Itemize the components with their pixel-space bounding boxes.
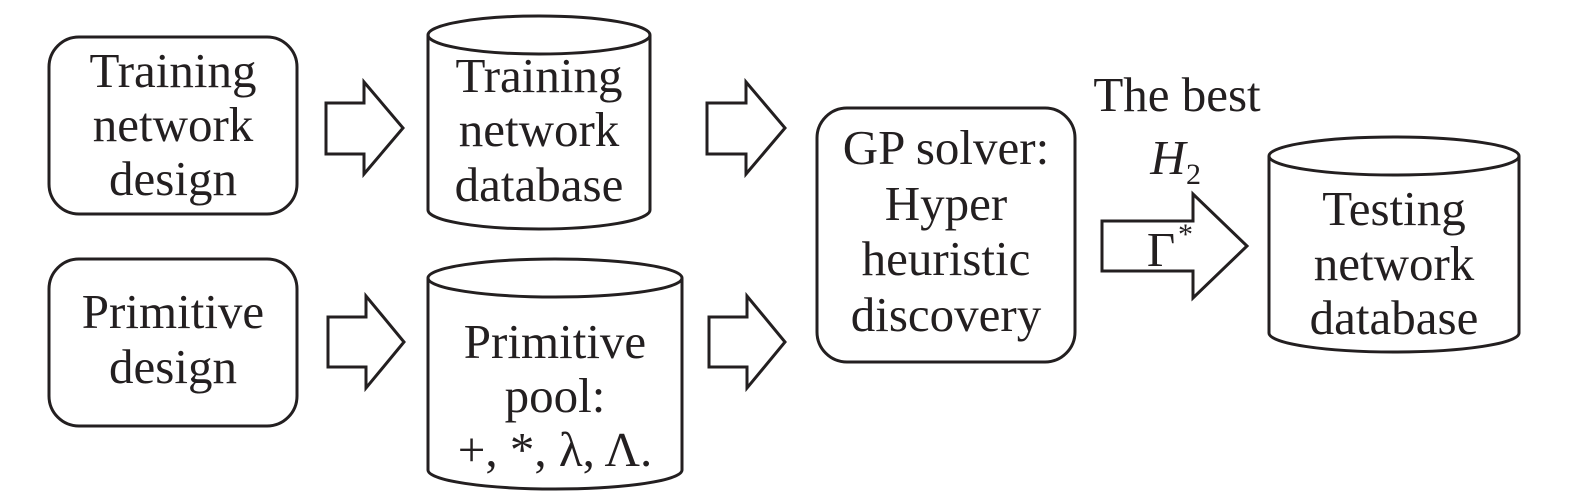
gamma-superscript: * [1178, 218, 1193, 251]
node-label-line: database [455, 157, 624, 212]
node-testing-network-database: Testing network database [1267, 135, 1521, 354]
node-label-line: pool: [505, 368, 606, 423]
node-label-line: heuristic [862, 231, 1031, 286]
h-letter: H [1149, 130, 1188, 185]
node-gp-solver: GP solver: Hyper heuristic discovery [815, 106, 1077, 364]
edge-symbol-gamma-star: Γ * [1147, 218, 1193, 277]
node-label-line: GP solver: [843, 120, 1049, 175]
node-label-line: Hyper [885, 176, 1007, 231]
node-label-line: network [1314, 236, 1475, 291]
node-label-line: network [93, 97, 254, 152]
arrow-right-primitive-design-to-pool [326, 291, 406, 393]
node-label-line: design [109, 339, 237, 394]
arrow-right-training-database-to-solver [705, 77, 787, 179]
node-training-network-design: Training network design [47, 35, 299, 216]
arrow-right-primitive-pool-to-solver [707, 291, 787, 393]
node-label-line: database [1310, 290, 1479, 345]
node-label-line: Testing [1322, 181, 1466, 236]
arrow-right-solver-to-testing-database [1100, 190, 1250, 302]
node-label-line: +, *, λ, Λ. [458, 422, 652, 477]
node-label-line: network [459, 102, 620, 157]
edge-symbol-h2: H 2 [1149, 130, 1201, 191]
node-primitive-pool: Primitive pool: +, *, λ, Λ. [426, 257, 684, 491]
node-primitive-design: Primitive design [47, 257, 299, 428]
node-label-line: Primitive [82, 284, 264, 339]
node-training-network-database: Training network database [426, 14, 652, 231]
node-label-line: Training [89, 43, 256, 98]
node-label-line: Training [455, 48, 622, 103]
arrow-right-training-design-to-database [324, 77, 405, 179]
node-label-line: design [109, 151, 237, 206]
node-label-line: Primitive [464, 314, 646, 369]
gamma-letter: Γ [1147, 222, 1175, 277]
edge-caption-the-best: The best [1093, 67, 1261, 122]
h-subscript: 2 [1186, 158, 1201, 191]
node-label-line: discovery [851, 287, 1042, 342]
